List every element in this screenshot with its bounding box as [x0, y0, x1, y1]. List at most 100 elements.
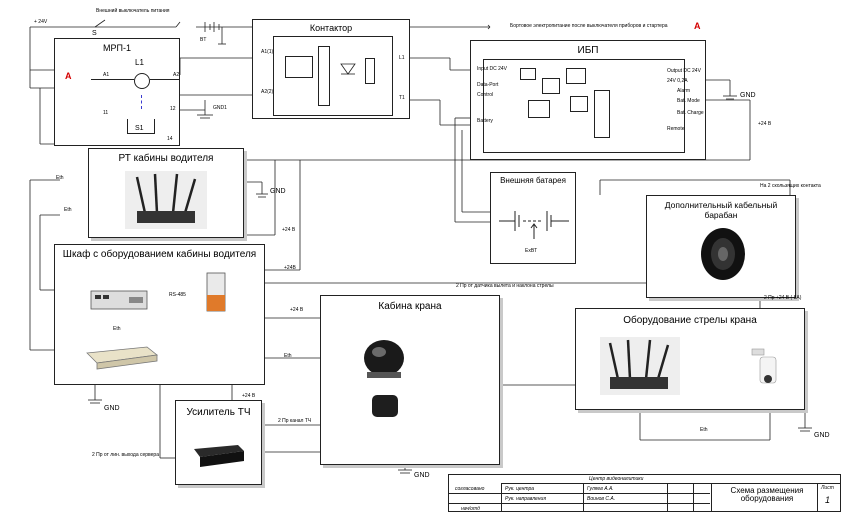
title-block-cell: Гуляев А.А. — [587, 486, 614, 492]
title-block-cell: согласовано — [455, 486, 484, 492]
contactor-t1-label: T1 — [399, 96, 405, 101]
ups-right-pin: 24V 0,2A — [667, 79, 688, 84]
cabinet-title: Шкаф с оборудованием кабины водителя — [55, 249, 264, 260]
onboard-marker: A — [694, 22, 701, 31]
triac-icon — [339, 60, 357, 80]
amplifier-gnd-label: GND — [414, 472, 430, 479]
sensor-note: 2 Пр от датчика вылета и наклона стрелы — [456, 284, 554, 289]
ups-module-icon — [520, 68, 536, 80]
rt-cab-supply-label: +24 В — [282, 228, 295, 233]
amplifier-supply-label: +24 В — [242, 394, 255, 399]
voltage-label: + 24V — [34, 20, 47, 25]
switch-device-image — [83, 343, 161, 371]
onboard-power-note: Бортовое электропитание после выключател… — [510, 24, 668, 29]
ups-right-pin: Bat. Charge — [677, 111, 704, 116]
rt-cab-title: РТ кабины водителя — [89, 153, 243, 164]
ups-module-icon — [542, 78, 560, 94]
title-block-sheet-number: 1 — [825, 495, 830, 505]
crane-cab-title: Кабина крана — [321, 301, 499, 312]
ups-right-pin: Alarm — [677, 89, 690, 94]
title-block-col-line — [583, 483, 584, 511]
rt-cab-eth-label: Eth — [56, 176, 64, 181]
boom-eth-label: Eth — [700, 428, 708, 433]
ups-module-icon — [528, 100, 550, 118]
mrp-l1-label: L1 — [135, 59, 144, 67]
rt-cab-gnd-label: GND — [270, 188, 286, 195]
ups-module-icon — [570, 96, 588, 112]
amplifier-channel-label: 2 Пр канал ТЧ — [278, 419, 311, 424]
contact-s1-icon — [127, 119, 155, 134]
coil-icon — [134, 73, 150, 89]
mrp-a2-label: A2 — [173, 73, 179, 78]
cabinet-eth-label: Eth — [113, 327, 121, 332]
mrp-12-label: 12 — [170, 107, 176, 112]
title-block-row-line — [449, 493, 710, 494]
title-block: Центр видеоналитики согласовано Рук. цен… — [448, 474, 841, 512]
dome-camera-image — [361, 336, 407, 382]
mrp-11-label: 11 — [103, 111, 108, 116]
ups-supply-label: +24 В — [758, 122, 771, 127]
mrp-14-label: 14 — [167, 137, 173, 142]
ups-right-pin: Remote — [667, 127, 685, 132]
router-image — [125, 171, 207, 229]
contactor-a2-label: A2(2) — [261, 90, 273, 95]
crane-cab-eth-label: Eth — [284, 354, 292, 359]
title-block-col-line — [693, 483, 694, 511]
boom-gnd-label: GND — [814, 432, 830, 439]
contactor-a1-label: A1(1) — [261, 50, 273, 55]
varistor-icon — [365, 58, 375, 84]
title-block-col-line — [501, 483, 502, 511]
ups-module-icon — [594, 90, 610, 138]
rs485-converter-image — [203, 269, 229, 315]
title-block-cell: нач/отд — [461, 506, 480, 512]
rt-cab-box: РТ кабины водителя — [88, 148, 244, 238]
contactor-l1-label: L1 — [399, 56, 405, 61]
mrp-marker: A — [65, 72, 72, 81]
cable-drum-title: Дополнительный кабельный барабан — [647, 201, 795, 221]
speaker-image — [369, 392, 401, 420]
title-block-cell: Рук. центра — [505, 486, 534, 492]
title-block-cell: Воинов С.А. — [587, 496, 615, 502]
ups-module-icon — [566, 68, 586, 84]
switch-letter: S — [92, 30, 97, 37]
battery-icon — [499, 207, 569, 247]
server-image — [89, 287, 149, 311]
title-block-col-line — [817, 483, 818, 511]
battery-title: Внешняя батарея — [491, 177, 575, 186]
boom-camera-image — [748, 343, 782, 393]
crane-cab-box: Кабина крана — [320, 295, 500, 465]
ups-box: ИБП Input DC 24V Data-Port Control Batte… — [470, 40, 706, 160]
title-block-org: Центр видеоналитики — [589, 476, 643, 482]
boom-equipment-box: Оборудование стрелы крана — [575, 308, 805, 410]
cable-drum-box: Дополнительный кабельный барабан — [646, 195, 796, 298]
cabinet-supply-label: +24В — [284, 266, 296, 271]
coil-wire-left — [91, 79, 134, 80]
cable-drum-note: На 2 скользящих контакта — [760, 184, 821, 189]
title-block-col-line — [711, 483, 712, 511]
ups-left-pin: Input DC 24V — [477, 67, 507, 72]
ups-left-pin: Control — [477, 93, 493, 98]
boom-router-image — [600, 337, 680, 395]
title-block-doc-title: Схема размещения оборудования — [719, 487, 815, 504]
optocoupler-icon — [285, 56, 313, 78]
rs485-label: RS-485 — [169, 293, 186, 298]
rt-cab-eth2-label: Eth — [64, 208, 72, 213]
title-block-col-line — [667, 483, 668, 511]
gnd1-label: GND1 — [213, 106, 227, 111]
ups-gnd-label: GND — [740, 92, 756, 99]
mrp-title: МРП-1 — [55, 43, 179, 53]
title-block-row-line — [449, 503, 710, 504]
external-switch-label: Внешний выключатель питания — [96, 9, 170, 14]
contactor-box: Контактор A1(1) A2(2) L1 T1 — [252, 19, 410, 119]
ups-right-pin: Bat. Mode — [677, 99, 700, 104]
cabinet-gnd-label: GND — [104, 405, 120, 412]
cable-drum-image — [699, 226, 747, 282]
title-block-header — [501, 475, 840, 484]
control-circuit-icon — [318, 46, 330, 106]
boom-equipment-title: Оборудование стрелы крана — [576, 315, 804, 326]
crane-cab-supply-label: +24 В — [290, 308, 303, 313]
ups-right-pin: Output DC 24V — [667, 69, 701, 74]
coil-wire-right — [150, 79, 180, 80]
amplifier-input-note: 2 Пр от лин. выхода сервера — [92, 453, 159, 458]
